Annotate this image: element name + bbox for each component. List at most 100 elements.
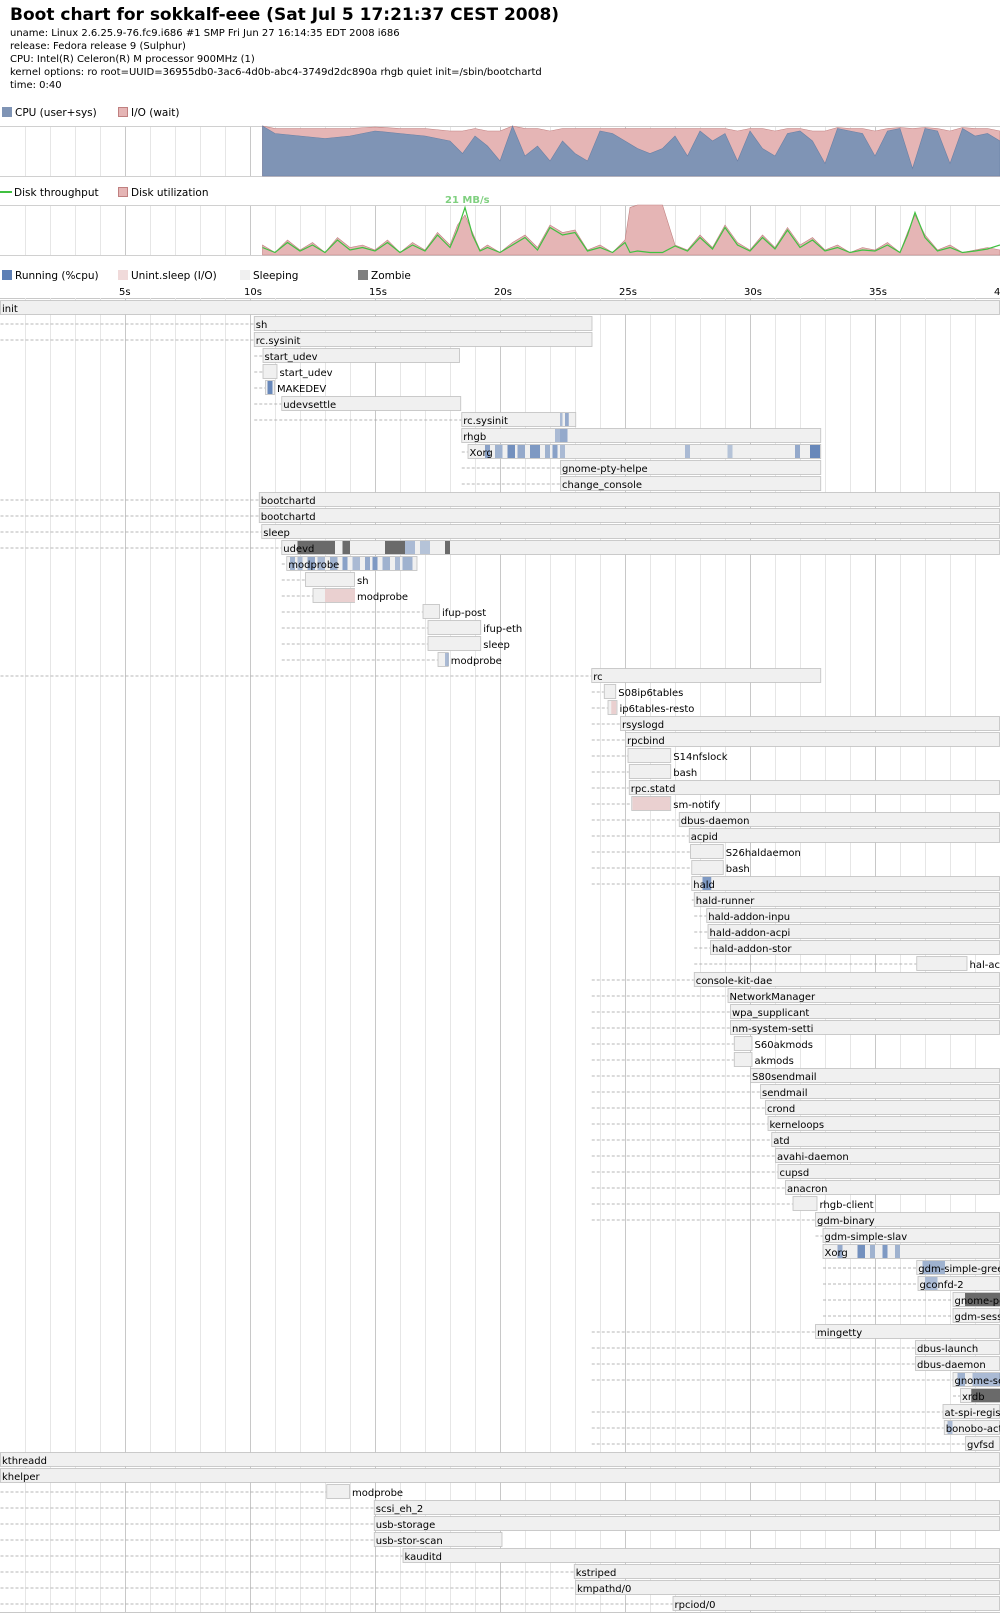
running-segment <box>870 1245 875 1258</box>
legend-cpu-label: CPU (user+sys) <box>15 107 97 119</box>
process-row: S26haldaemon <box>591 844 801 859</box>
process-label: akmods <box>755 1056 794 1067</box>
process-label: nm-system-setti <box>732 1024 813 1035</box>
process-label: kauditd <box>405 1552 442 1563</box>
process-label: rhgb <box>463 432 486 443</box>
running-segment <box>727 445 733 458</box>
process-row: console-kit-dae <box>591 972 1000 987</box>
process-row: xrdb <box>953 1388 1000 1403</box>
process-row: rc.sysinit <box>0 332 593 347</box>
process-label: sh <box>256 320 268 331</box>
process-label: mingetty <box>817 1328 862 1339</box>
boot-time-info: time: 0:40 <box>10 80 62 91</box>
process-row: rpcbind <box>591 732 1000 747</box>
process-bar <box>628 764 672 779</box>
process-label: S08ip6tables <box>618 688 683 699</box>
process-label: bonobo-activati <box>946 1424 1000 1435</box>
io-sleep-segment <box>325 589 330 602</box>
process-label: scsi_eh_2 <box>376 1504 424 1515</box>
process-row: modprobe <box>0 1484 403 1499</box>
process-bar <box>672 1596 1000 1611</box>
process-label: sleep <box>263 528 290 539</box>
process-label: at-spi-registry <box>945 1408 1000 1419</box>
process-bar <box>771 1132 1000 1147</box>
process-row: rhgb <box>461 428 822 443</box>
legend-io-wait: I/O (wait) <box>118 107 180 119</box>
process-row: S80sendmail <box>591 1068 1000 1083</box>
process-row: S14nfslock <box>591 748 728 763</box>
process-label: xrdb <box>962 1392 985 1403</box>
process-row: gdm-session-wor <box>823 1308 1000 1323</box>
running-segment <box>372 557 378 570</box>
process-label: gdm-session-wor <box>955 1312 1000 1323</box>
process-bar <box>691 876 1000 891</box>
process-label: S14nfslock <box>673 752 728 763</box>
process-label: gnome-power-man <box>955 1296 1000 1307</box>
process-bar <box>253 316 593 331</box>
running-segment <box>395 557 400 570</box>
time-tick-label: 25s <box>619 287 637 298</box>
process-label: gdm-binary <box>817 1216 875 1227</box>
process-label: init <box>2 304 18 315</box>
running-segment <box>495 445 503 458</box>
running-segment <box>795 445 800 458</box>
process-label: gvfsd <box>967 1440 994 1451</box>
process-label: khelper <box>2 1472 41 1483</box>
process-row: ifup-post <box>281 604 486 619</box>
legend-zombie: Zombie <box>358 270 411 282</box>
process-row: bonobo-activati <box>591 1420 1000 1435</box>
process-bar <box>427 636 482 651</box>
running-segment <box>402 557 413 570</box>
process-row: gvfsd <box>591 1436 1000 1451</box>
process-label: S26haldaemon <box>726 848 801 859</box>
process-bar <box>765 1100 1000 1115</box>
process-bar <box>305 572 355 587</box>
process-bar <box>627 748 672 763</box>
process-row: gdm-simple-slav <box>815 1228 1000 1243</box>
process-row: ip6tables-resto <box>591 700 694 715</box>
process-label: kerneloops <box>770 1120 825 1131</box>
process-bar <box>560 476 822 491</box>
process-label: hal-acl-tool <box>970 960 1000 971</box>
process-bar <box>281 396 462 411</box>
process-row: gnome-session <box>591 1372 1000 1387</box>
running-segment <box>330 557 338 570</box>
process-label: udevd <box>283 544 314 555</box>
process-row: at-spi-registry <box>591 1404 1000 1419</box>
process-label: NetworkManager <box>730 992 816 1003</box>
process-label: hald <box>693 880 715 891</box>
process-row: sh <box>281 572 369 587</box>
process-bar <box>916 956 968 971</box>
process-label: ifup-eth <box>483 624 522 635</box>
running-segment <box>517 445 525 458</box>
release-info: release: Fedora release 9 (Sulphur) <box>10 41 186 52</box>
process-row: hal-acl-tool <box>694 956 1000 971</box>
time-tick-label: 15s <box>369 287 387 298</box>
process-row: hald-addon-acpi <box>694 924 1000 939</box>
running-segment <box>290 557 295 570</box>
process-bar <box>326 1484 350 1499</box>
legend-cpu: CPU (user+sys) <box>2 107 97 119</box>
running-segment <box>530 445 540 458</box>
process-label: Xorg <box>470 448 493 459</box>
process-label: gdm-simple-gree <box>918 1264 1000 1275</box>
running-segment <box>342 557 348 570</box>
process-row: bash <box>591 764 697 779</box>
process-label: kstriped <box>576 1568 617 1579</box>
process-row: Xorg <box>822 1244 1000 1259</box>
legend-io-wait-label: I/O (wait) <box>131 107 180 119</box>
running-segment <box>922 1261 945 1274</box>
process-bar <box>437 652 449 667</box>
process-bar <box>690 844 724 859</box>
process-label: modprobe <box>352 1488 403 1499</box>
process-label: rc.sysinit <box>463 416 508 427</box>
process-label: atd <box>773 1136 789 1147</box>
legend-unint-sleep-label: Unint.sleep (I/O) <box>131 270 217 282</box>
process-row: kthreadd <box>0 1452 1000 1467</box>
time-tick-label: 5s <box>119 287 131 298</box>
running-segment <box>307 557 315 570</box>
process-bar <box>628 780 1000 795</box>
running-segment <box>485 445 490 458</box>
process-row: sh <box>0 316 593 331</box>
